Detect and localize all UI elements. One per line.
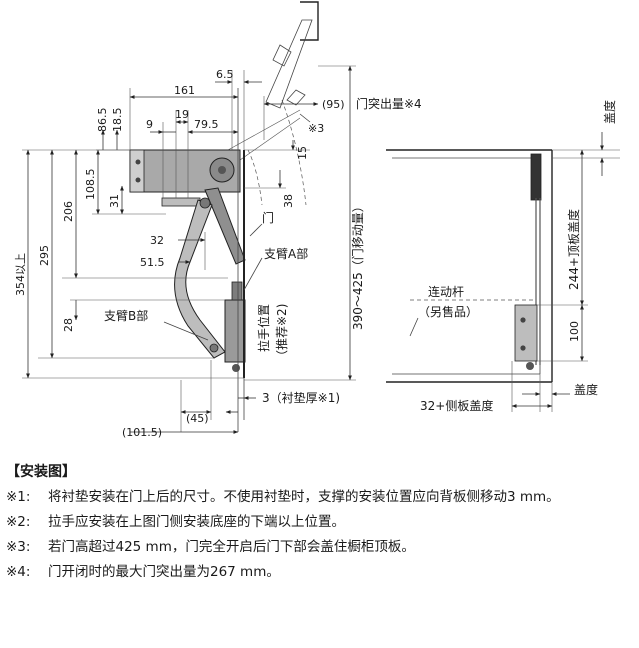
dim-354: 354以上 bbox=[14, 253, 27, 296]
door-protrusion-label: 门突出量※4 bbox=[356, 96, 422, 111]
dimension-lines bbox=[22, 65, 356, 434]
door-label: 门 bbox=[262, 210, 274, 225]
arm-b-label: 支臂B部 bbox=[104, 308, 148, 323]
mechanism-drawing bbox=[129, 1, 319, 432]
dim-19: 19 bbox=[175, 108, 189, 121]
handle-position-label: 拉手位置 bbox=[256, 304, 271, 352]
note-item: ※3: 若门高超过425 mm，门完全开启后门下部会盖住橱柜顶板。 bbox=[6, 535, 633, 560]
dim-18-5: 18.5 bbox=[111, 108, 124, 133]
note-text: 门开闭时的最大门突出量为267 mm。 bbox=[48, 564, 280, 580]
note-item: ※4: 门开闭时的最大门突出量为267 mm。 bbox=[6, 560, 633, 585]
note-item: ※1: 将衬垫安装在门上后的尺寸。不使用衬垫时，支撑的安装位置应向背板侧移动3 … bbox=[6, 485, 633, 510]
dim-31: 31 bbox=[108, 194, 121, 208]
arm-a-label: 支臂A部 bbox=[264, 246, 308, 261]
dim-244: 244+顶板盖度 bbox=[566, 209, 581, 290]
dim-28: 28 bbox=[62, 318, 75, 332]
note-mark: ※1: bbox=[6, 489, 31, 505]
dim-38: 38 bbox=[282, 194, 295, 208]
dim-3-pad: 3（衬垫厚※1) bbox=[262, 390, 340, 405]
dim-161: 161 bbox=[174, 84, 195, 97]
dim-32: 32 bbox=[150, 234, 164, 247]
dimension-texts: 161 6.5 (95) 门突出量※4 ※3 9 19 79.5 86.5 18… bbox=[14, 68, 617, 439]
cabinet-side-view bbox=[386, 149, 553, 383]
dim-51-5: 51.5 bbox=[140, 256, 165, 269]
ref-3: ※3 bbox=[308, 122, 324, 135]
note-item: ※2: 拉手应安装在上图门侧安装底座的下端以上位置。 bbox=[6, 510, 633, 535]
dim-6-5: 6.5 bbox=[216, 68, 234, 81]
dim-95: (95) bbox=[322, 98, 345, 111]
note-mark: ※2: bbox=[6, 514, 31, 530]
link-rod-label: 连动杆 bbox=[428, 284, 464, 299]
note-text: 若门高超过425 mm，门完全开启后门下部会盖住橱柜顶板。 bbox=[48, 539, 415, 555]
note-text: 拉手应安装在上图门侧安装底座的下端以上位置。 bbox=[48, 514, 345, 530]
dim-79-5: 79.5 bbox=[194, 118, 219, 131]
dim-206: 206 bbox=[62, 201, 75, 222]
dim-108-5: 108.5 bbox=[84, 169, 97, 201]
cabinet-dimension-lines bbox=[511, 132, 620, 412]
dim-15: 15 bbox=[296, 146, 309, 160]
notes-title: 【安装图】 bbox=[6, 464, 76, 480]
note-mark: ※3: bbox=[6, 539, 31, 555]
dim-45: (45) bbox=[186, 412, 209, 425]
dim-100: 100 bbox=[568, 321, 581, 342]
recommend-label: （推荐※2) bbox=[275, 304, 289, 362]
dim-9: 9 bbox=[146, 118, 153, 131]
dim-86-5: 86.5 bbox=[96, 108, 109, 133]
note-text: 将衬垫安装在门上后的尺寸。不使用衬垫时，支撑的安装位置应向背板侧移动3 mm。 bbox=[48, 489, 560, 505]
dim-32-side: 32+侧板盖度 bbox=[420, 398, 493, 413]
sold-separately-label: （另售品） bbox=[418, 304, 478, 319]
dim-101-5: (101.5) bbox=[122, 426, 162, 439]
gaidu-top: 盖度 bbox=[602, 100, 617, 124]
dim-295: 295 bbox=[38, 245, 51, 266]
installation-notes: 【安装图】 ※1: 将衬垫安装在门上后的尺寸。不使用衬垫时，支撑的安装位置应向背… bbox=[6, 460, 633, 585]
installation-drawing: 161 6.5 (95) 门突出量※4 ※3 9 19 79.5 86.5 18… bbox=[14, 1, 620, 439]
dim-390-425: 390～425（门移动量） bbox=[350, 200, 365, 330]
note-mark: ※4: bbox=[6, 564, 31, 580]
gaidu-bottom: 盖度 bbox=[574, 382, 598, 397]
part-labels: 门 支臂A部 支臂B部 拉手位置 （推荐※2) 连动杆 （另售品） bbox=[104, 210, 478, 362]
